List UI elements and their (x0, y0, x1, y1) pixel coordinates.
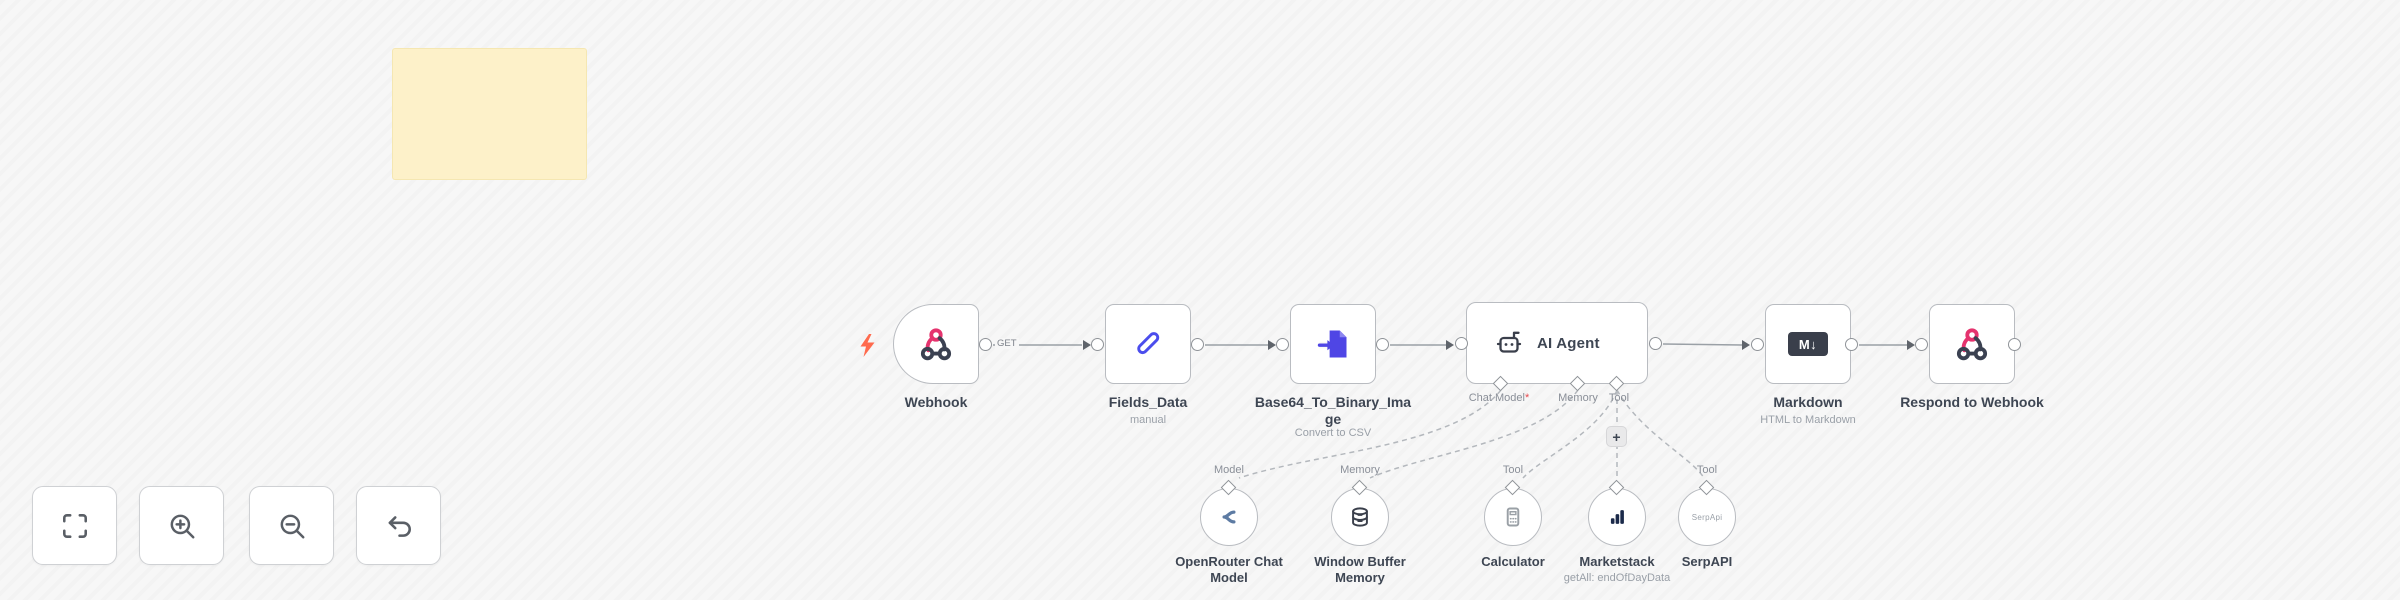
node-fields-data[interactable] (1105, 304, 1191, 384)
zoom-out-icon (280, 514, 304, 538)
undo-icon (388, 515, 411, 537)
subnode-label-calculator: Calculator (1481, 554, 1545, 569)
node-label-markdown: Markdown (1773, 394, 1843, 410)
subnode-serpapi[interactable]: SerpApi (1678, 488, 1736, 546)
port-fields-input[interactable] (1091, 338, 1104, 351)
node-label-fields-data: Fields_Data (1108, 394, 1188, 410)
node-webhook[interactable] (893, 304, 979, 384)
agent-chat-model-label: Chat Model* (1468, 392, 1530, 404)
edge-tool-serpapi (1616, 389, 1705, 479)
subnode-openrouter[interactable] (1200, 488, 1258, 546)
agent-memory-label: Memory (1558, 392, 1598, 404)
zoom-out-button[interactable] (249, 486, 334, 565)
openrouter-icon (1222, 510, 1236, 524)
zoom-in-icon (170, 514, 194, 538)
node-subtitle-markdown: HTML to Markdown (1760, 414, 1856, 426)
webhook-method-label: GET (995, 338, 1019, 349)
required-asterisk: * (1524, 392, 1530, 404)
database-icon (1352, 507, 1368, 527)
port-agent-output[interactable] (1649, 337, 1662, 350)
robot-icon (1496, 331, 1522, 353)
agent-tool-label: Tool (1608, 392, 1630, 404)
edge-tool-calculator (1522, 389, 1618, 479)
markdown-icon: M↓ (1788, 332, 1828, 356)
undo-button[interactable] (356, 486, 441, 565)
node-label-base64: Base64_To_Binary_Image (1254, 394, 1412, 427)
openrouter-connector-label: Model (1214, 464, 1244, 476)
node-respond-webhook[interactable] (1929, 304, 2015, 384)
port-base64-output[interactable] (1376, 338, 1389, 351)
subnode-window-buffer-memory[interactable] (1331, 488, 1389, 546)
serpapi-icon: SerpApi (1691, 512, 1723, 522)
subnode-calculator[interactable] (1484, 488, 1542, 546)
port-respond-input[interactable] (1915, 338, 1928, 351)
subnode-subtitle-marketstack: getAll: endOfDayData (1563, 572, 1671, 584)
node-base64-to-binary[interactable] (1290, 304, 1376, 384)
serpapi-connector-label: Tool (1696, 464, 1718, 476)
node-subtitle-base64: Convert to CSV (1294, 427, 1372, 439)
port-fields-output[interactable] (1191, 338, 1204, 351)
ai-agent-title: AI Agent (1537, 334, 1600, 352)
port-respond-output[interactable] (2008, 338, 2021, 351)
fit-view-button[interactable] (32, 486, 117, 565)
subnode-marketstack[interactable] (1588, 488, 1646, 546)
port-markdown-input[interactable] (1751, 338, 1764, 351)
webhook-icon (920, 328, 952, 361)
subnode-label-window-buffer-memory: Window Buffer Memory (1314, 554, 1406, 586)
port-webhook-output[interactable] (979, 338, 992, 351)
respond-webhook-icon (1956, 328, 1988, 361)
zoom-in-button[interactable] (139, 486, 224, 565)
pencil-icon (1137, 332, 1160, 355)
sticky-note[interactable] (392, 48, 587, 180)
add-tool-button[interactable]: + (1606, 426, 1627, 447)
subnode-label-marketstack: Marketstack (1579, 554, 1655, 569)
subnode-label-openrouter: OpenRouter Chat Model (1175, 554, 1283, 586)
bar-chart-icon (1610, 510, 1624, 524)
edge-chatmodel-openrouter (1238, 389, 1502, 479)
node-subtitle-fields-data: manual (1129, 414, 1167, 426)
convert-to-file-icon (1317, 330, 1347, 358)
node-label-webhook: Webhook (904, 394, 968, 410)
port-base64-input[interactable] (1276, 338, 1289, 351)
calculator-icon (1506, 507, 1520, 527)
node-ai-agent[interactable]: AI Agent (1466, 302, 1648, 384)
node-label-respond-webhook: Respond to Webhook (1900, 394, 2044, 410)
subnode-label-serpapi: SerpAPI (1681, 554, 1733, 569)
pinned-data-bolt-icon (860, 334, 875, 357)
memory-connector-label: Memory (1340, 464, 1380, 476)
port-markdown-output[interactable] (1845, 338, 1858, 351)
calculator-connector-label: Tool (1502, 464, 1524, 476)
fit-view-icon (62, 513, 87, 538)
port-agent-input[interactable] (1455, 337, 1468, 350)
